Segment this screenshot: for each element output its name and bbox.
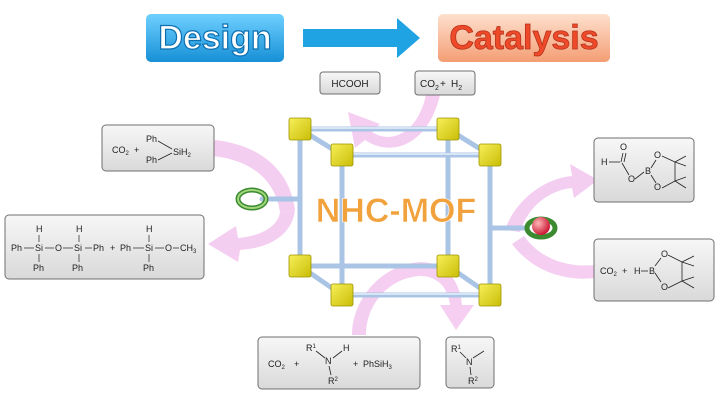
svg-text:+: + — [622, 266, 627, 276]
svg-text:H2: H2 — [451, 79, 462, 92]
svg-text:CO2: CO2 — [268, 359, 286, 371]
svg-text:Si: Si — [35, 243, 43, 253]
svg-text:+: + — [110, 243, 115, 253]
node-front-top-left — [330, 143, 354, 167]
svg-text:H: H — [36, 224, 43, 234]
svg-text:R1: R1 — [306, 343, 317, 353]
node-front-bottom-right — [478, 283, 502, 307]
svg-text:Si: Si — [74, 243, 82, 253]
pink-arrow-formate — [505, 164, 598, 232]
svg-text:CO2: CO2 — [112, 145, 130, 157]
box-hcooh: HCOOH — [319, 71, 381, 95]
svg-text:N: N — [325, 356, 332, 366]
pink-arrow-silane — [212, 140, 295, 212]
svg-text:R2: R2 — [468, 376, 479, 386]
catalysis-banner: Catalysis — [438, 14, 610, 62]
svg-text:Ph: Ph — [120, 243, 131, 253]
svg-text:N: N — [466, 357, 473, 367]
svg-text:H: H — [343, 343, 350, 353]
svg-text:SiH2: SiH2 — [173, 147, 192, 159]
box-silane: CO2 + Ph Ph SiH2 — [101, 124, 215, 172]
node-back-top-right — [436, 117, 460, 141]
node-back-bottom-left — [288, 254, 312, 278]
svg-text:O: O — [628, 174, 635, 184]
svg-text:Ph: Ph — [93, 243, 104, 253]
svg-text:O: O — [165, 243, 172, 253]
svg-text:Ph: Ph — [33, 263, 44, 273]
svg-text:B: B — [649, 266, 655, 276]
svg-text:H: H — [634, 266, 641, 276]
svg-text:H: H — [601, 157, 608, 167]
red-ball-metal-site — [532, 217, 550, 235]
pink-arrows — [208, 95, 598, 335]
pink-arrow-amine — [352, 262, 474, 335]
svg-text:Ph: Ph — [72, 263, 83, 273]
svg-text:Ph: Ph — [146, 134, 157, 144]
svg-text:+: + — [353, 359, 358, 369]
svg-text:Ph: Ph — [143, 263, 154, 273]
svg-text:O: O — [55, 243, 62, 253]
box-borane: CO2 + H B O O — [593, 238, 715, 302]
node-back-top-left — [288, 117, 312, 141]
mof-frame-highlight — [300, 127, 490, 295]
pink-arrow-borane — [512, 236, 596, 279]
mof-nodes — [288, 117, 502, 307]
svg-text:O: O — [661, 249, 668, 259]
pink-arrow-siloxane — [208, 210, 295, 262]
svg-text:R1: R1 — [451, 344, 462, 354]
svg-text:PhSiH3: PhSiH3 — [363, 359, 393, 371]
svg-text:O: O — [654, 182, 661, 192]
nhc-mof-label: NHC-MOF — [316, 192, 477, 230]
svg-text:Ph: Ph — [146, 155, 157, 165]
design-banner: Design — [146, 14, 284, 62]
box-amine-reactants: CO2 + R1 N H R2 + PhSiH3 — [257, 336, 421, 390]
svg-text:O: O — [654, 150, 661, 160]
box-siloxane: H H H Ph Si O Si Ph + Ph Si O CH3 Ph Ph … — [4, 214, 205, 280]
svg-text:H: H — [76, 224, 83, 234]
svg-text:Ph: Ph — [11, 243, 22, 253]
hcooh-text: HCOOH — [331, 79, 368, 90]
svg-text:Si: Si — [145, 243, 153, 253]
svg-text:O: O — [620, 142, 627, 152]
pink-arrow-hcooh — [348, 95, 440, 148]
node-back-bottom-right — [436, 254, 460, 278]
box-co2-h2: CO2 + H2 — [414, 70, 476, 96]
node-front-top-right — [478, 143, 502, 167]
svg-text:CH3: CH3 — [180, 243, 197, 255]
svg-text:+: + — [294, 359, 299, 369]
svg-text:H: H — [146, 224, 153, 234]
svg-text:R2: R2 — [328, 376, 339, 386]
svg-text:CO2: CO2 — [420, 79, 439, 92]
svg-text:CO2: CO2 — [600, 266, 618, 278]
box-formate: H O O B O O — [593, 137, 695, 203]
design-text: Design — [158, 19, 271, 57]
svg-text:+: + — [134, 145, 139, 155]
node-front-bottom-left — [330, 283, 354, 307]
design-to-catalysis-arrow — [303, 18, 420, 58]
svg-text:O: O — [661, 282, 668, 292]
svg-text:+: + — [440, 79, 446, 90]
box-amine-product: R1 N R2 — [445, 336, 495, 389]
catalysis-text: Catalysis — [449, 19, 598, 57]
svg-text:B: B — [645, 166, 651, 176]
